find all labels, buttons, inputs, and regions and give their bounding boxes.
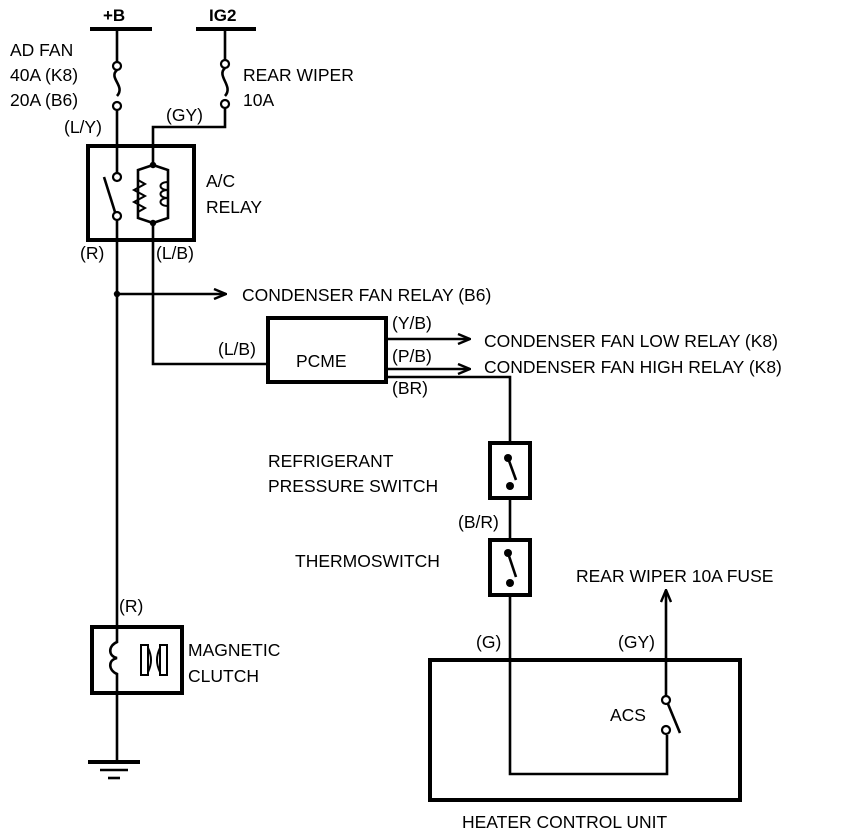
- heater-control-unit: ACS HEATER CONTROL UNIT: [428, 658, 742, 832]
- wire-color-lb-relay: (L/B): [156, 243, 194, 263]
- condenser-fan-high-label: CONDENSER FAN HIGH RELAY (K8): [484, 357, 782, 377]
- rear-wiper-label-1: REAR WIPER: [243, 65, 354, 85]
- ad-fan-label-3: 20A (B6): [10, 90, 78, 110]
- ignition-bus: IG2: [196, 6, 256, 31]
- ac-relay: A/C RELAY (R) (L/B): [80, 144, 262, 263]
- wire-g: [508, 595, 669, 776]
- wire-color-g: (G): [476, 632, 501, 652]
- refrigerant-label-1: REFRIGERANT: [268, 451, 394, 471]
- wire-color-r-relay: (R): [80, 243, 104, 263]
- acs-label: ACS: [610, 705, 646, 725]
- pcme-label: PCME: [296, 351, 347, 371]
- condenser-fan-relay-label: CONDENSER FAN RELAY (B6): [242, 285, 491, 305]
- magnetic-clutch-label-1: MAGNETIC: [188, 640, 280, 660]
- wire-color-gy-top: (GY): [166, 105, 203, 125]
- ac-relay-label-2: RELAY: [206, 197, 262, 217]
- refrigerant-label-2: PRESSURE SWITCH: [268, 476, 438, 496]
- wire-color-pb: (P/B): [392, 346, 432, 366]
- magnetic-clutch-label-2: CLUTCH: [188, 666, 259, 686]
- magnetic-clutch: (R) MAGNETIC CLUTCH: [90, 596, 280, 695]
- wire-br: [386, 375, 512, 444]
- thermoswitch-label: THERMOSWITCH: [295, 551, 440, 571]
- ac-relay-label-1: A/C: [206, 171, 235, 191]
- wire-color-b-r: (B/R): [458, 512, 499, 532]
- ad-fan-fuse: AD FAN 40A (K8) 20A (B6) (L/Y): [10, 29, 123, 173]
- battery-bus: +B: [90, 6, 152, 31]
- ad-fan-label-2: 40A (K8): [10, 65, 78, 85]
- refrigerant-pressure-switch: REFRIGERANT PRESSURE SWITCH: [268, 441, 532, 500]
- heater-control-unit-label: HEATER CONTROL UNIT: [462, 812, 667, 832]
- rear-wiper-fuse-label: REAR WIPER 10A FUSE: [576, 566, 773, 586]
- ground-icon: [88, 693, 140, 780]
- ignition-label: IG2: [209, 6, 236, 25]
- wire-color-lb-pcme: (L/B): [218, 339, 256, 359]
- condenser-fan-low-label: CONDENSER FAN LOW RELAY (K8): [484, 331, 778, 351]
- rear-wiper-label-2: 10A: [243, 90, 274, 110]
- wire-color-gy-bottom: (GY): [618, 632, 655, 652]
- battery-label: +B: [103, 6, 125, 25]
- ad-fan-label-1: AD FAN: [10, 40, 73, 60]
- pcme-module: PCME (Y/B) (P/B) (BR) CONDENSER FAN LOW …: [266, 313, 782, 398]
- wire-color-br: (BR): [392, 378, 428, 398]
- wire-color-r-clutch: (R): [119, 596, 143, 616]
- wire-lb: [151, 240, 268, 366]
- wire-color-yb: (Y/B): [392, 313, 432, 333]
- thermoswitch: THERMOSWITCH: [295, 538, 532, 597]
- wire-color-ly: (L/Y): [64, 117, 102, 137]
